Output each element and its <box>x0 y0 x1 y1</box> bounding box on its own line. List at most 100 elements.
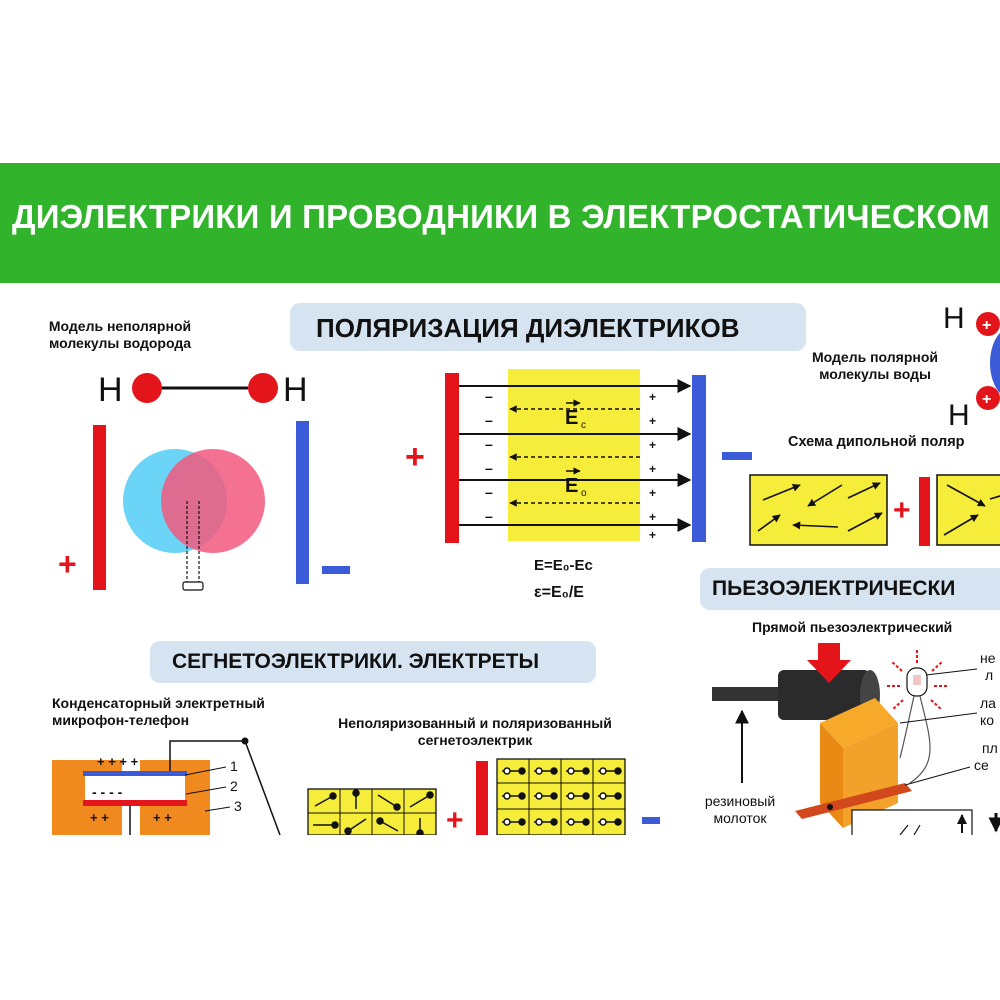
bound-charge: + <box>649 462 656 476</box>
water-plus-bottom: + <box>982 391 991 408</box>
poster: ДИЭЛЕКТРИКИ И ПРОВОДНИКИ В ЭЛЕКТРОСТАТИЧ… <box>0 163 1000 835</box>
hammer-handle <box>712 687 792 701</box>
leader-line <box>925 668 978 676</box>
polarization-title-pill: ПОЛЯРИЗАЦИЯ ДИЭЛЕКТРИКОВ <box>290 303 806 351</box>
mic-electret-positive <box>83 771 187 776</box>
formula-field: E=E₀-Eс <box>534 557 593 574</box>
piezo-side-label: л <box>985 667 993 683</box>
hydrogen-caption-line1: Модель неполярной <box>48 318 192 334</box>
dipole-arrow <box>757 514 781 532</box>
seg-caption: Неполяризованный и поляризованный сегнет… <box>300 715 650 749</box>
dipole-arrow <box>792 521 839 530</box>
bound-charge: + <box>649 414 656 428</box>
polarization-plate-negative <box>692 375 706 542</box>
leader-line <box>904 766 971 786</box>
hydrogen-caption-line2: молекулы водорода <box>48 335 192 351</box>
water-h-top-charge <box>976 312 1000 336</box>
mic-bottom-charges: - - - - <box>92 784 123 800</box>
bound-charge: + <box>649 390 656 404</box>
bound-charge: – <box>485 436 493 452</box>
water-caption: Модель полярной молекулы воды <box>790 349 960 383</box>
piezo-side-label: ко <box>980 712 994 728</box>
lamp-electrode <box>913 675 921 685</box>
piezo-side-label: се <box>974 757 989 773</box>
hammer-head <box>778 670 870 720</box>
hydrogen-atom-right-label: H <box>283 371 308 409</box>
dipole-plus-sign: + <box>893 494 911 527</box>
seg-caption-line1: Неполяризованный и поляризованный <box>338 715 612 731</box>
hydrogen-plate-negative <box>296 421 309 584</box>
lamp-glow-rays <box>886 649 948 711</box>
dipole-box-unpolarized <box>749 474 888 546</box>
mic-terminal <box>241 737 249 745</box>
hydrogen-atom-left-label: H <box>98 371 123 409</box>
hammer-caption-line2: молоток <box>713 810 767 826</box>
water-h-bottom: H <box>948 399 970 432</box>
piezo-title-pill: ПЬЕЗОЭЛЕКТРИЧЕСКИ <box>700 568 1000 610</box>
piezo-side-label: пл <box>982 740 998 756</box>
leader-line <box>204 806 231 812</box>
physics-diagram: H H + + <box>52 302 1000 835</box>
dipole-caption: Схема дипольной поляр <box>788 434 965 450</box>
dipole-arrow <box>847 512 883 532</box>
bound-charge: – <box>485 484 493 500</box>
bound-negative-charges: – – – – – – <box>485 388 493 524</box>
water-plus-top: + <box>982 317 991 334</box>
dipole-scheme: + <box>749 474 1000 546</box>
header-banner: ДИЭЛЕКТРИКИ И ПРОВОДНИКИ В ЭЛЕКТРОСТАТИЧ… <box>0 163 1000 283</box>
hammer-caption: резиновый молоток <box>680 793 800 827</box>
dipole-box-polarized <box>936 474 1000 546</box>
mic-plate-charges-left: + + <box>90 810 109 825</box>
field-eo-subscript: o <box>581 488 587 499</box>
mic-caption-line2: микрофон-телефон <box>52 712 190 728</box>
leader-line <box>184 766 227 776</box>
mic-top-charges: + + + + <box>97 754 139 769</box>
mic-caption: Конденсаторный электретный микрофон-теле… <box>52 695 322 729</box>
mic-part-2: 2 <box>230 778 238 794</box>
shift-scale-marker <box>182 581 204 591</box>
piezo-crystal-top <box>820 698 898 748</box>
hydrogen-model: H H + <box>58 371 350 591</box>
dipole-plate-positive <box>919 477 930 546</box>
graph-box <box>851 809 973 835</box>
mic-output-wire <box>169 740 281 835</box>
neon-lamp <box>886 649 948 784</box>
seg-caption-line2: сегнетоэлектрик <box>417 732 533 748</box>
mic-electret-negative <box>83 800 187 806</box>
ferro-minus-sign <box>642 817 660 824</box>
electrode-terminal <box>827 804 833 810</box>
hydrogen-plus-sign: + <box>58 546 77 582</box>
ferro-title: СЕГНЕТОЭЛЕКТРИКИ. ЭЛЕКТРЕТЫ <box>172 650 540 673</box>
piezo-subtitle: Прямой пьезоэлектрический <box>752 619 953 635</box>
dielectric-slab <box>508 369 640 541</box>
bound-charge: + <box>649 528 656 542</box>
bound-charge: + <box>649 438 656 452</box>
mic-diaphragm-inner <box>85 773 185 803</box>
water-caption-line2: молекулы воды <box>819 366 931 382</box>
hammer-caption-line1: резиновый <box>704 793 776 809</box>
hydrogen-atom-left <box>132 373 162 403</box>
field-ec-label: E <box>565 407 578 429</box>
water-caption-line1: Модель полярной <box>812 349 938 365</box>
lamp-wire <box>899 695 931 784</box>
bound-charge: + <box>649 510 656 524</box>
mic-plate-charges-right: + + <box>153 810 172 825</box>
mic-part-1: 1 <box>230 758 238 774</box>
electret-microphone: + + + + - - - - + + + + 1 2 3 <box>52 737 281 835</box>
dipole-arrow <box>807 484 843 507</box>
bound-positive-charges: + + + + + + + <box>649 390 656 542</box>
polarization-plus-sign: + <box>405 438 425 476</box>
ferro-title-pill: СЕГНЕТОЭЛЕКТРИКИ. ЭЛЕКТРЕТЫ <box>150 641 596 683</box>
hydrogen-atom-right <box>248 373 278 403</box>
ferro-plus-sign: + <box>446 804 464 835</box>
ferroelectric-polarized <box>496 758 626 835</box>
leader-line <box>899 712 978 724</box>
mic-part-3: 3 <box>234 798 242 814</box>
hydrogen-caption: Модель неполярной молекулы водорода <box>10 318 230 352</box>
force-arrow <box>807 643 851 683</box>
formula-permittivity: ε=E₀/E <box>534 584 584 601</box>
hydrogen-minus-sign <box>322 566 350 574</box>
water-h-top: H <box>943 302 965 335</box>
polarization-diagram: + – – – – – – + + + <box>405 369 752 601</box>
piezo-title: ПЬЕЗОЭЛЕКТРИЧЕСКИ <box>712 577 956 600</box>
